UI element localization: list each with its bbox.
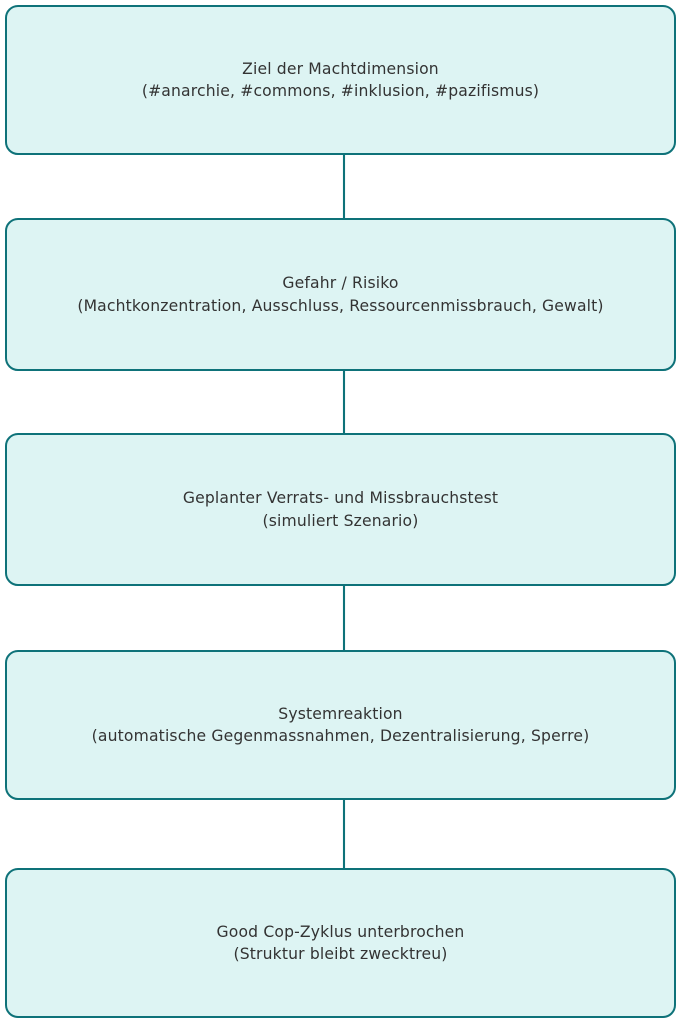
flow-node-test-line1: Geplanter Verrats- und Missbrauchstest [182, 489, 499, 508]
flow-node-reaktion-line2: (automatische Gegenmassnahmen, Dezentral… [91, 727, 590, 745]
flow-node-ergebnis-line2: (Struktur bleibt zwecktreu) [233, 945, 448, 963]
flow-node-ziel[interactable]: Ziel der Machtdimension (#anarchie, #com… [5, 5, 676, 155]
flow-node-ergebnis-text: Good Cop-Zyklus unterbrochen (Struktur b… [217, 921, 465, 965]
flow-node-gefahr-line2: (Machtkonzentration, Ausschluss, Ressour… [77, 296, 604, 315]
flow-node-ziel-line1: Ziel der Machtdimension [242, 59, 439, 78]
flow-node-ergebnis[interactable]: Good Cop-Zyklus unterbrochen (Struktur b… [5, 868, 676, 1018]
flow-node-gefahr-text: Gefahr / Risiko (Machtkonzentration, Aus… [77, 272, 603, 316]
flow-node-test-line2: (simuliert Szenario) [262, 511, 419, 530]
flow-node-ergebnis-line1: Good Cop-Zyklus unterbrochen [216, 922, 465, 941]
flow-node-reaktion-text: Systemreaktion (automatische Gegenmassna… [92, 703, 590, 747]
flow-node-test[interactable]: Geplanter Verrats- und Missbrauchstest (… [5, 433, 676, 586]
flow-node-gefahr-line1: Gefahr / Risiko [282, 274, 399, 293]
flow-node-test-text: Geplanter Verrats- und Missbrauchstest (… [183, 487, 498, 531]
flow-node-ziel-text: Ziel der Machtdimension (#anarchie, #com… [142, 58, 539, 102]
flow-node-reaktion[interactable]: Systemreaktion (automatische Gegenmassna… [5, 650, 676, 800]
flow-node-ziel-line2: (#anarchie, #commons, #inklusion, #pazif… [141, 82, 540, 100]
flow-node-reaktion-line1: Systemreaktion [278, 704, 403, 723]
flow-node-gefahr[interactable]: Gefahr / Risiko (Machtkonzentration, Aus… [5, 218, 676, 371]
